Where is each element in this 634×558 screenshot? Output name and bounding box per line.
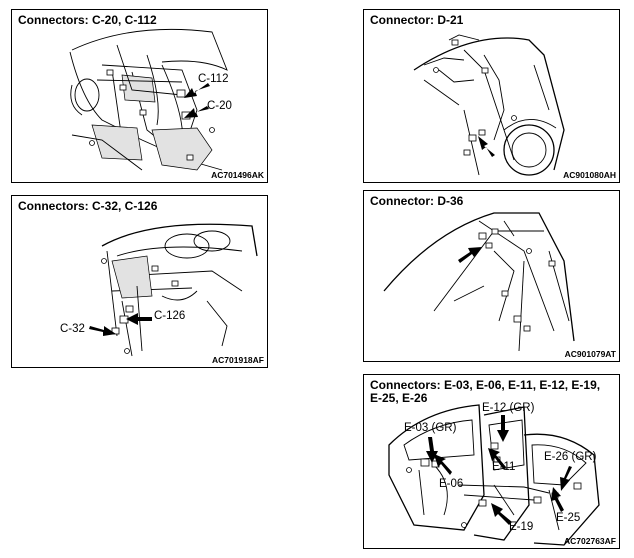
panel-title: Connector: D-36: [370, 194, 464, 208]
panel-title-line1: Connectors: E-03, E-06, E-11, E-12, E-19…: [370, 378, 601, 392]
panel-title: Connector: D-21: [370, 13, 464, 27]
figure-code: AC701918AF: [212, 355, 264, 365]
panel-d36: Connector: D-36 AC901079AT: [363, 190, 620, 362]
rear-body-wiring-illustration: [413, 34, 565, 176]
panel-title: Connectors: C-32, C-126: [18, 199, 158, 213]
figure-code: AC901079AT: [564, 349, 616, 359]
panel-d21: Connector: D-21 AC901080AH: [363, 9, 620, 183]
panel-doors-e: Connectors: E-03, E-06, E-11, E-12, E-19…: [363, 374, 620, 549]
label-e25: E-25: [556, 512, 581, 524]
figure-code: AC901080AH: [563, 170, 616, 180]
panel-c32-c126: Connectors: C-32, C-126 C-126 C-32 AC701…: [11, 195, 268, 368]
label-e19: E-19: [509, 521, 534, 533]
label-c126: C-126: [154, 310, 186, 322]
label-c112: C-112: [198, 73, 229, 85]
instrument-panel-wiring-illustration: [89, 223, 258, 357]
roof-wiring-illustration: [383, 212, 575, 352]
panel-title: Connectors: C-20, C-112: [18, 13, 157, 27]
label-e12-gr: E-12 (GR): [482, 402, 535, 414]
label-e06: E-06: [439, 478, 464, 490]
panel-title-line2: E-25, E-26: [370, 391, 428, 405]
dashboard-wiring-illustration: [69, 28, 228, 171]
label-e11: E-11: [492, 461, 516, 473]
label-c20: C-20: [207, 100, 232, 112]
figure-code: AC702763AF: [564, 536, 616, 546]
door-wiring-illustration: [388, 404, 600, 546]
label-c32: C-32: [60, 323, 85, 335]
label-e03-gr: E-03 (GR): [404, 422, 457, 434]
label-e26-gr: E-26 (GR): [544, 451, 597, 463]
figure-code: AC701496AK: [211, 170, 264, 180]
panel-c20-c112: Connectors: C-20, C-112 C-112 C-20 AC701…: [11, 9, 268, 183]
